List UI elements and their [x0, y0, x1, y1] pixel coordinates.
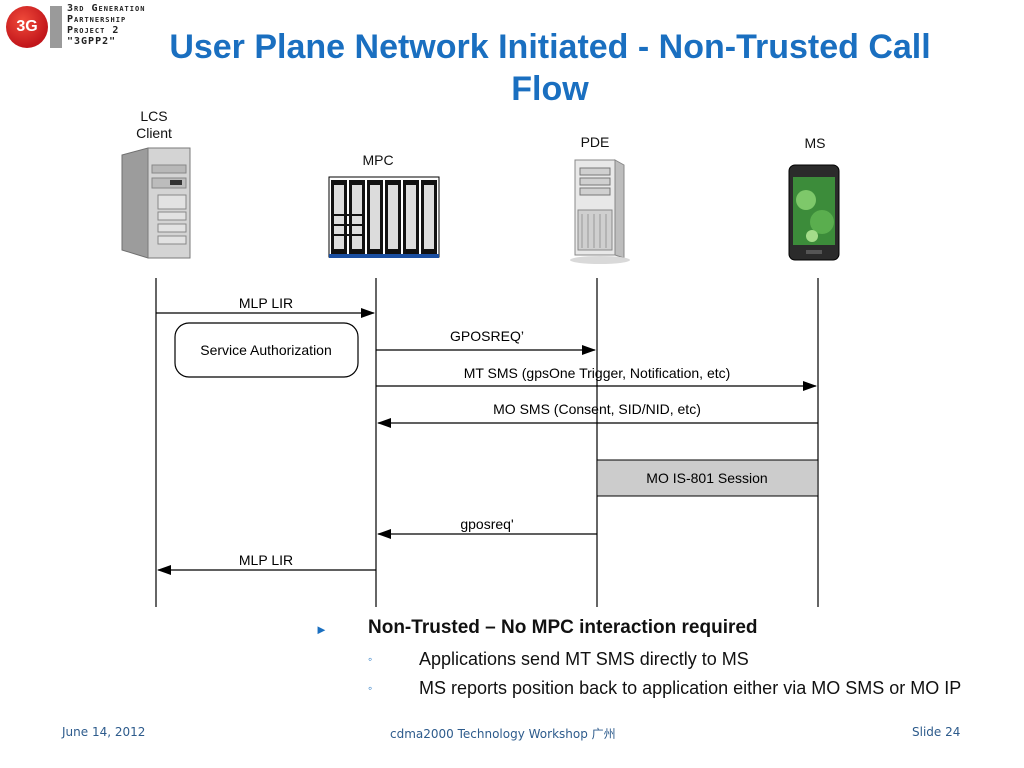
logo-line-1: 3rd Generation: [67, 3, 146, 14]
pde-label: PDE: [580, 134, 610, 150]
mlp-lir-request-label: MLP LIR: [239, 295, 293, 311]
mo-is801-session-box: [596, 459, 819, 497]
bullet-main-text: Non-Trusted – No MPC interaction require…: [368, 617, 758, 638]
logo-text: 3rd Generation Partnership Project 2 "3G…: [67, 3, 145, 47]
service-authorization-label: Service Authorization: [200, 342, 332, 358]
footer-date: June 14, 2012: [62, 725, 146, 739]
ms-phone-icon: [788, 164, 840, 261]
mpc-label: MPC: [362, 152, 394, 168]
mt-sms-label: MT SMS (gpsOne Trigger, Notification, et…: [464, 365, 731, 381]
logo-line-3: Project 2: [67, 25, 120, 36]
sub-bullet-2-text: MS reports position back to application …: [419, 678, 962, 698]
sub-bullet-icon: ◦: [368, 681, 373, 695]
mo-is801-session-label: MO IS-801 Session: [646, 470, 767, 486]
slide-title: User Plane Network Initiated - Non-Trust…: [169, 28, 931, 108]
logo-bar: [50, 6, 62, 48]
service-authorization-box: [174, 322, 359, 378]
gposreq-label: GPOSREQ’: [450, 328, 524, 344]
sub-bullet-icon: ◦: [368, 652, 373, 666]
footer-slide-number: Slide 24: [912, 725, 961, 739]
footer-center: cdma2000 Technology Workshop 广州: [390, 727, 616, 741]
lcs-client-server-icon: [121, 147, 191, 259]
bullet-arrow-icon: ►: [315, 622, 328, 637]
ms-label: MS: [804, 135, 826, 151]
logo-line-2: Partnership: [67, 14, 127, 25]
mlp-lir-response-label: MLP LIR: [239, 552, 293, 568]
mo-sms-label: MO SMS (Consent, SID/NID, etc): [493, 401, 701, 417]
sub-bullet-1-text: Applications send MT SMS directly to MS: [419, 649, 749, 669]
lcs-client-label: LCS Client: [136, 108, 172, 141]
logo-3g-badge: 3G: [6, 6, 48, 48]
logo-line-4: "3GPP2": [67, 36, 117, 47]
mpc-rack-icon: [328, 176, 440, 258]
pde-server-icon: [570, 159, 630, 264]
gposreq-response-label: gposreq': [460, 516, 513, 532]
